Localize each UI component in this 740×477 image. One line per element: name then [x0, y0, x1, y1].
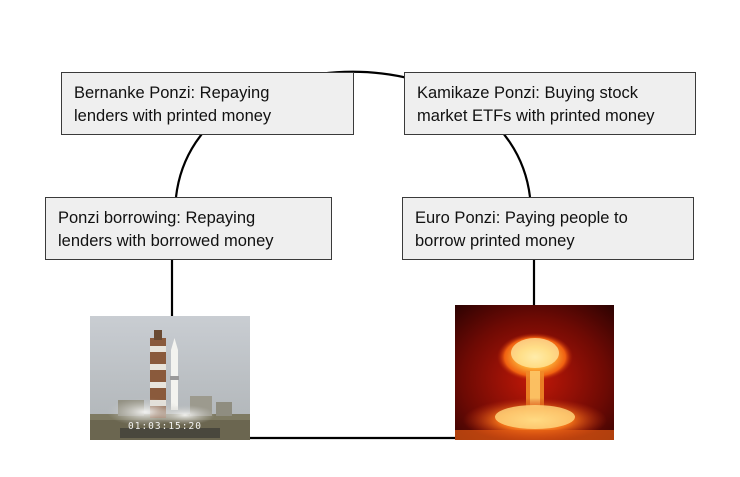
box-text-line: Euro Ponzi: Paying people to — [415, 209, 628, 227]
box-text-line: Ponzi borrowing: Repaying — [58, 209, 256, 227]
box-text-line: market ETFs with printed money — [417, 107, 655, 125]
box-text-line: Bernanke Ponzi: Repaying — [74, 84, 270, 102]
kamikaze-ponzi-box: Kamikaze Ponzi: Buying stock market ETFs… — [404, 72, 696, 135]
box-text-line: lenders with borrowed money — [58, 232, 274, 250]
box-text-line: borrow printed money — [415, 232, 575, 250]
rocket-launch-photo: 01:03:15:20 — [90, 316, 250, 440]
nuclear-explosion-photo — [455, 305, 614, 440]
bernanke-ponzi-box: Bernanke Ponzi: Repaying lenders with pr… — [61, 72, 354, 135]
box-text-line: lenders with printed money — [74, 107, 272, 125]
ponzi-borrowing-box: Ponzi borrowing: Repaying lenders with b… — [45, 197, 332, 260]
arc-connector — [174, 70, 532, 198]
euro-ponzi-box: Euro Ponzi: Paying people to borrow prin… — [402, 197, 694, 260]
video-timecode: 01:03:15:20 — [128, 421, 202, 432]
box-text-line: Kamikaze Ponzi: Buying stock — [417, 84, 639, 102]
